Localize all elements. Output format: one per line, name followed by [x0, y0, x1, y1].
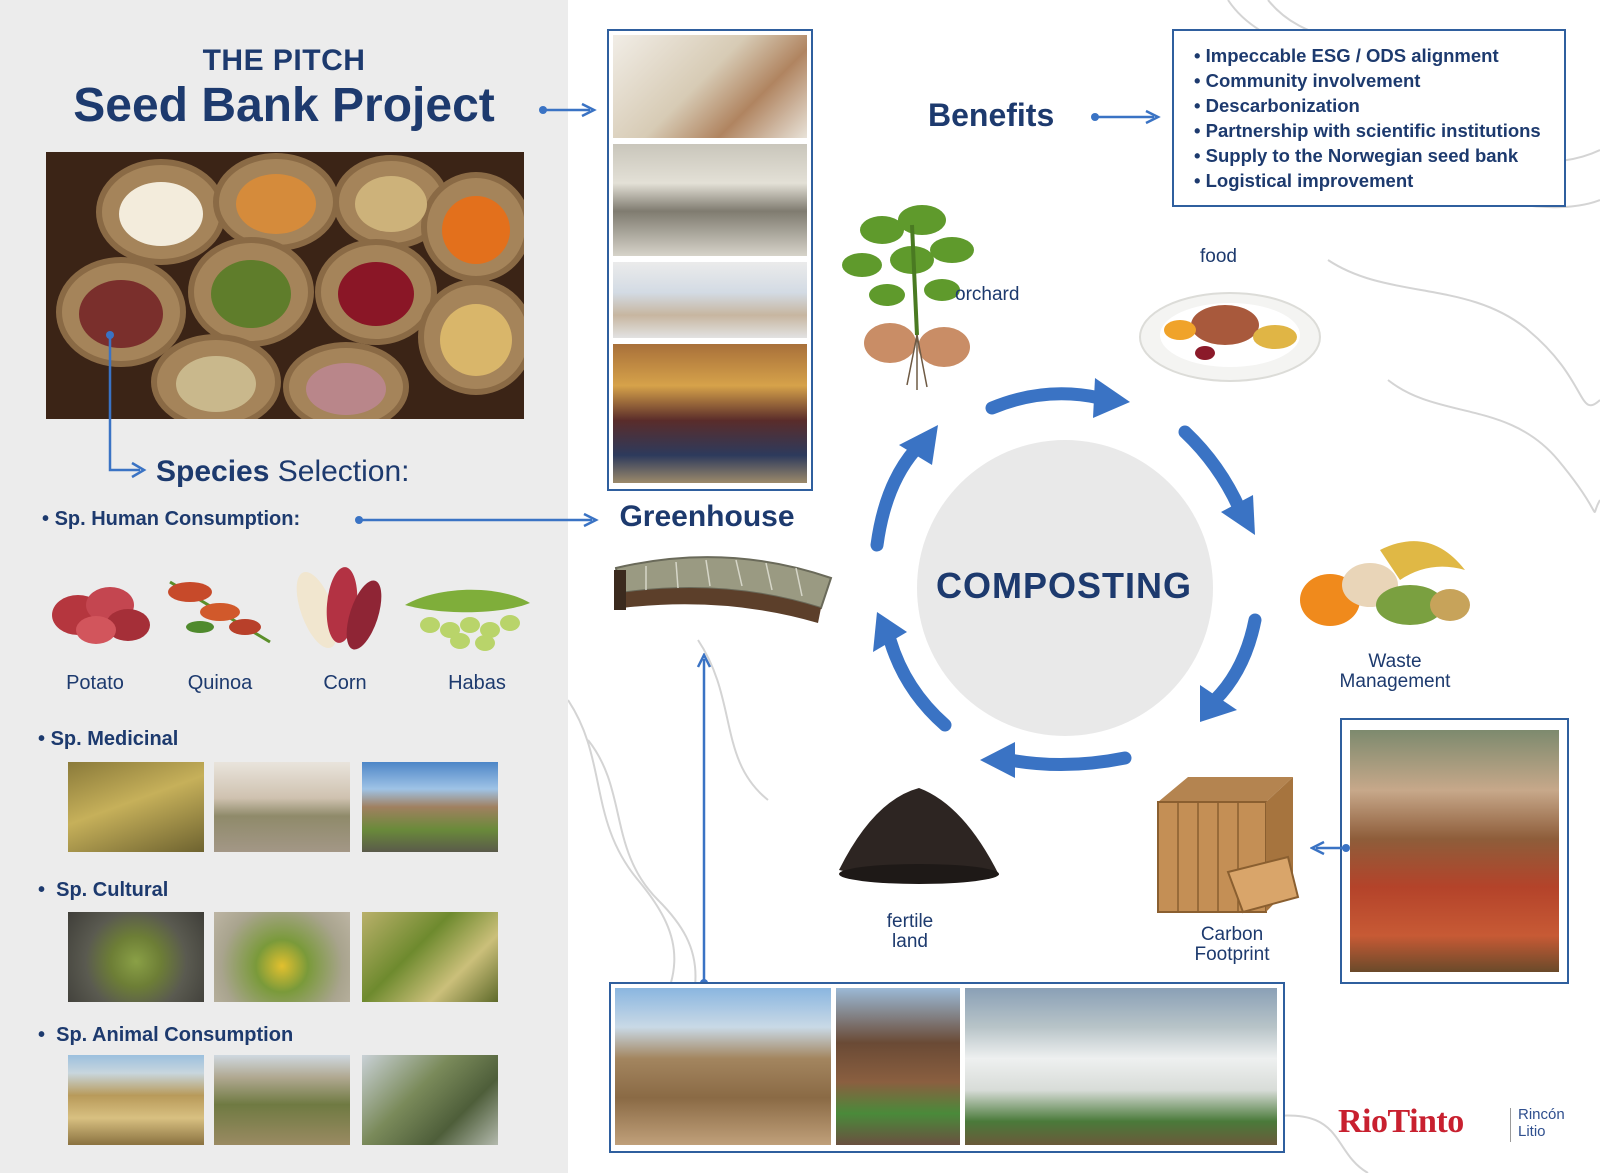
logo-sub-line1: Rincón — [1518, 1106, 1565, 1123]
greenhouse-title: Greenhouse — [619, 500, 795, 533]
orchard-plant-image — [842, 205, 974, 390]
orchard-label: orchard — [955, 284, 1020, 305]
corn-label: Corn — [323, 672, 367, 694]
benefit-item: Descarbonization — [1194, 93, 1544, 118]
medicinal-label: • Sp. Medicinal — [38, 728, 179, 750]
riotinto-logo: RioTinto — [1338, 1103, 1464, 1140]
animal-photo-3 — [362, 1055, 498, 1145]
benefits-title: Benefits — [928, 97, 1055, 133]
pitch-kicker: THE PITCH — [202, 44, 366, 77]
waste-scraps-image — [1300, 541, 1470, 626]
compost-bin-photo-box — [1340, 718, 1569, 984]
greenhouse-photo-tunnel — [965, 988, 1277, 1145]
cultural-photo-2 — [214, 912, 350, 1002]
logo-sub-line2: Litio — [1518, 1123, 1546, 1140]
greenhouse-photo-site — [615, 988, 831, 1145]
food-label: food — [1200, 246, 1237, 267]
benefit-item: Community involvement — [1194, 68, 1544, 93]
cultural-photo-1 — [68, 912, 204, 1002]
species-heading-rest: Selection: — [269, 455, 410, 488]
fertile-label-line2: land — [892, 931, 928, 952]
composting-center-circle — [917, 440, 1213, 736]
medicinal-text: Sp. Medicinal — [50, 728, 179, 750]
carbon-label-line2: Footprint — [1194, 944, 1270, 965]
project-title: Seed Bank Project — [73, 79, 495, 132]
title-to-stack-arrow — [539, 102, 597, 118]
medicinal-photo-3 — [362, 762, 498, 852]
species-heading-bold: Species — [156, 455, 270, 488]
fertile-label-line1: fertile — [886, 911, 934, 932]
compost-bin-photo — [1350, 730, 1559, 972]
human-to-greenhouse-arrow — [355, 512, 599, 528]
benefit-item: Impeccable ESG / ODS alignment — [1194, 43, 1544, 68]
compost-bin-image — [1157, 777, 1300, 914]
logo-divider — [1510, 1108, 1511, 1142]
compost-photo-to-bin-arrow — [1310, 840, 1350, 856]
human-consumption-text: Sp. Human Consumption: — [54, 508, 301, 530]
composting-cycle-arrows — [870, 378, 1262, 778]
animal-photo-1 — [68, 1055, 204, 1145]
lab-photo-storage — [613, 262, 807, 338]
greenhouse-photo-beds — [836, 988, 960, 1145]
animal-photo-2 — [214, 1055, 350, 1145]
lab-photo-seeds-dishes — [613, 35, 807, 138]
photo-to-species-connector — [106, 331, 147, 479]
greenhouse-image — [614, 556, 833, 623]
quinoa-image — [168, 580, 271, 644]
seed-bags-photo — [46, 152, 524, 419]
benefits-arrow — [1091, 109, 1161, 125]
carbon-label-line1: Carbon — [1200, 924, 1264, 945]
composting-center-label: COMPOSTING — [935, 565, 1192, 606]
medicinal-photo-1 — [68, 762, 204, 852]
greenhouse-construction-photos — [609, 982, 1285, 1153]
corn-image — [296, 567, 382, 650]
human-consumption-label: • Sp. Human Consumption: — [42, 508, 301, 530]
species-selection-heading: Species Selection: — [156, 455, 410, 489]
benefit-item: Partnership with scientific institutions — [1194, 118, 1544, 143]
rincon-litio-logo-text: Rincón Litio — [1518, 1106, 1565, 1140]
animal-consumption-label: • Sp. Animal Consumption — [38, 1024, 294, 1046]
food-plate-image — [1139, 292, 1321, 382]
cultural-photo-3 — [362, 912, 498, 1002]
fertile-land-label: fertile land — [860, 912, 960, 952]
bottom-photos-to-greenhouse-arrow — [696, 653, 712, 987]
lab-photo-corn-display — [613, 344, 807, 483]
animal-consumption-text: Sp. Animal Consumption — [56, 1024, 294, 1046]
benefit-item: Logistical improvement — [1194, 168, 1544, 193]
fertile-soil-image — [839, 788, 999, 884]
benefit-item: Supply to the Norwegian seed bank — [1194, 143, 1544, 168]
quinoa-label: Quinoa — [187, 672, 253, 694]
waste-management-label: Waste Management — [1320, 652, 1470, 692]
lab-photo-scientist — [613, 144, 807, 256]
cultural-label: • Sp. Cultural — [38, 879, 169, 901]
habas-label: Habas — [448, 672, 506, 694]
potato-label: Potato — [66, 672, 124, 694]
carbon-footprint-label: Carbon Footprint — [1172, 925, 1292, 965]
habas-image — [405, 589, 530, 651]
medicinal-photo-2 — [214, 762, 350, 852]
cultural-text: Sp. Cultural — [56, 879, 169, 901]
waste-label-line2: Management — [1339, 671, 1451, 692]
benefits-list-box: Impeccable ESG / ODS alignment Community… — [1172, 29, 1566, 207]
potato-image — [52, 587, 150, 644]
lab-photo-stack — [607, 29, 813, 491]
waste-label-line1: Waste — [1368, 651, 1422, 672]
